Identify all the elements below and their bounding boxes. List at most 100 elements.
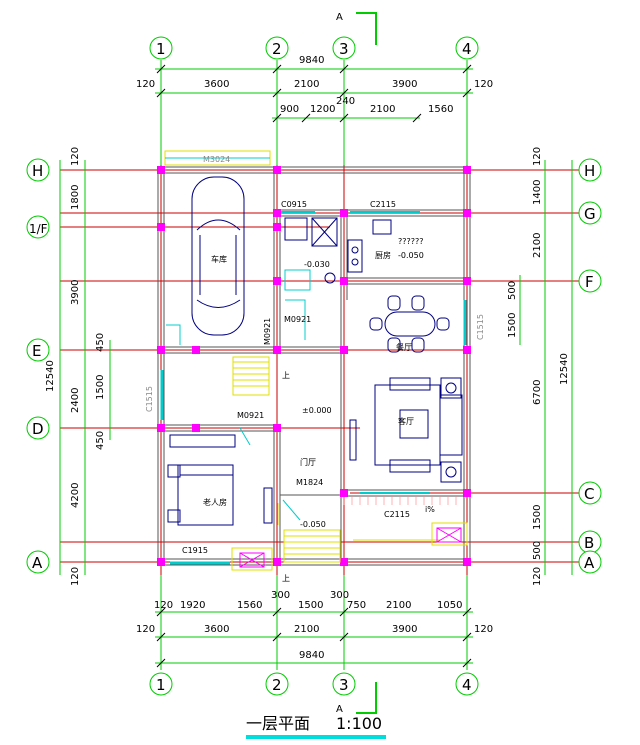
dim-top-2100: 2100 <box>294 79 319 90</box>
col-bubble-1-top: 1 <box>156 40 166 58</box>
dim-right-120-top: 120 <box>532 147 543 166</box>
dim-bot-300a: 300 <box>271 590 290 601</box>
living-sofa <box>349 377 463 483</box>
dim-right-total: 12540 <box>559 353 570 385</box>
dining-table <box>369 295 450 353</box>
dim-top-2100b: 2100 <box>370 104 395 115</box>
col-bubble-4-bottom: 4 <box>462 676 472 694</box>
label-slope: i% <box>425 505 435 514</box>
label-dining: 餐厅 <box>396 343 412 352</box>
row-bubble-G-right: G <box>584 205 596 223</box>
dim-right-inner-1500: 1500 <box>507 313 518 338</box>
section-label-bottom: A <box>336 704 343 715</box>
label-M0921-b: M0921 <box>237 411 264 420</box>
row-bubble-H-left: H <box>32 162 43 180</box>
dim-left-3900: 3900 <box>70 280 81 305</box>
dim-top-240: 240 <box>336 96 355 107</box>
dims-bottom: 120 1920 1560 300 1500 300 750 2100 1050… <box>136 590 493 661</box>
dim-top-3600: 3600 <box>204 79 229 90</box>
dim-top-3900: 3900 <box>392 79 417 90</box>
dim-bot-2100: 2100 <box>386 600 411 611</box>
dims-left: 120 1800 3900 2400 4200 120 450 1500 450… <box>45 147 106 586</box>
dim-bot2-3900: 3900 <box>392 624 417 635</box>
dim-top-total: 9840 <box>299 55 324 66</box>
label-C1915: C1915 <box>182 546 208 555</box>
row-bubble-D-left: D <box>32 420 44 438</box>
stairs <box>232 356 341 563</box>
dim-right-1400: 1400 <box>532 180 543 205</box>
dim-right-1500: 1500 <box>532 505 543 530</box>
label-up2: 上 <box>282 574 290 583</box>
label-C2115-bottom: C2115 <box>384 510 410 519</box>
dim-right-120-bottom: 120 <box>532 567 543 586</box>
dim-bot-1500: 1500 <box>298 600 323 611</box>
section-marker-bottom: A <box>336 682 377 715</box>
label-elev-garage: -0.030 <box>304 260 330 269</box>
label-elev-hall: ±0.000 <box>302 406 332 415</box>
label-M3024: M3024 <box>203 155 230 164</box>
dim-bot2-3600: 3600 <box>204 624 229 635</box>
title-scale: 1:100 <box>336 714 382 733</box>
dim-right-6700: 6700 <box>532 380 543 405</box>
dim-bot-1920: 1920 <box>180 600 205 611</box>
plan-labels: M3024 C0915 C2115 ?????? -0.030 厨房 -0.05… <box>145 155 485 583</box>
dim-bot-120: 120 <box>154 600 173 611</box>
label-elev-entry: -0.050 <box>300 520 326 529</box>
grid-bubbles-left: H 1/F E D A <box>26 158 50 574</box>
label-bedroom: 老人房 <box>203 497 227 507</box>
label-C0915: C0915 <box>281 200 307 209</box>
grid-bubbles-top: 1 2 3 4 <box>149 36 479 60</box>
row-bubble-H-right: H <box>584 162 595 180</box>
dims-right: 120 1400 2100 6700 1500 500 120 500 1500… <box>507 147 570 586</box>
dim-right-500: 500 <box>532 541 543 560</box>
wall-columns <box>157 166 471 566</box>
dim-bot-1560: 1560 <box>237 600 262 611</box>
dim-top-1560: 1560 <box>428 104 453 115</box>
label-unknown: ?????? <box>398 237 423 246</box>
drawing-title: 一层平面 1:100 <box>246 714 386 739</box>
dim-left-450a: 450 <box>95 333 106 352</box>
dim-bot-total: 9840 <box>299 650 324 661</box>
col-bubble-1-bottom: 1 <box>156 676 166 694</box>
row-bubble-B-right: B <box>584 534 594 552</box>
row-bubble-1F-left: 1/F <box>29 222 48 236</box>
dim-top-900: 900 <box>280 104 299 115</box>
dim-top-120-right: 120 <box>474 79 493 90</box>
dim-left-120-bottom: 120 <box>70 567 81 586</box>
title-main: 一层平面 <box>246 714 310 733</box>
col-bubble-4-top: 4 <box>462 40 472 58</box>
col-bubble-2-bottom: 2 <box>272 676 282 694</box>
car <box>191 176 245 336</box>
row-bubble-C-right: C <box>584 485 594 503</box>
dims-top: 9840 120 3600 2100 3900 120 900 1200 240… <box>136 55 493 115</box>
walls <box>157 166 471 566</box>
kitchen-fixtures <box>284 217 392 291</box>
label-M0921-vert: M0921 <box>263 318 272 345</box>
dim-left-4200: 4200 <box>70 483 81 508</box>
dimension-lines <box>59 60 573 670</box>
dim-right-inner-500: 500 <box>507 281 518 300</box>
dim-top-1200: 1200 <box>310 104 335 115</box>
entry-hatch <box>343 496 457 505</box>
row-bubble-E-left: E <box>32 342 41 360</box>
dim-bot2-120-left: 120 <box>136 624 155 635</box>
dim-left-450b: 450 <box>95 431 106 450</box>
dim-left-total: 12540 <box>45 360 56 392</box>
row-bubble-F-right: F <box>585 273 594 291</box>
dim-left-120-top: 120 <box>70 147 81 166</box>
label-C2115-top: C2115 <box>370 200 396 209</box>
label-C1515-left: C1515 <box>145 386 154 412</box>
label-elev-kitchen: -0.050 <box>398 251 424 260</box>
dimension-ticks <box>156 64 472 668</box>
bedroom-bed <box>167 434 273 526</box>
dim-right-2100: 2100 <box>532 233 543 258</box>
label-living: 客厅 <box>398 416 414 426</box>
label-kitchen: 厨房 <box>375 250 391 260</box>
label-C1515-right: C1515 <box>476 314 485 340</box>
label-M0921-a: M0921 <box>284 315 311 324</box>
dim-left-1500: 1500 <box>95 375 106 400</box>
section-marker-top: A <box>336 12 377 45</box>
dim-bot-1050: 1050 <box>437 600 462 611</box>
dim-bot2-2100: 2100 <box>294 624 319 635</box>
